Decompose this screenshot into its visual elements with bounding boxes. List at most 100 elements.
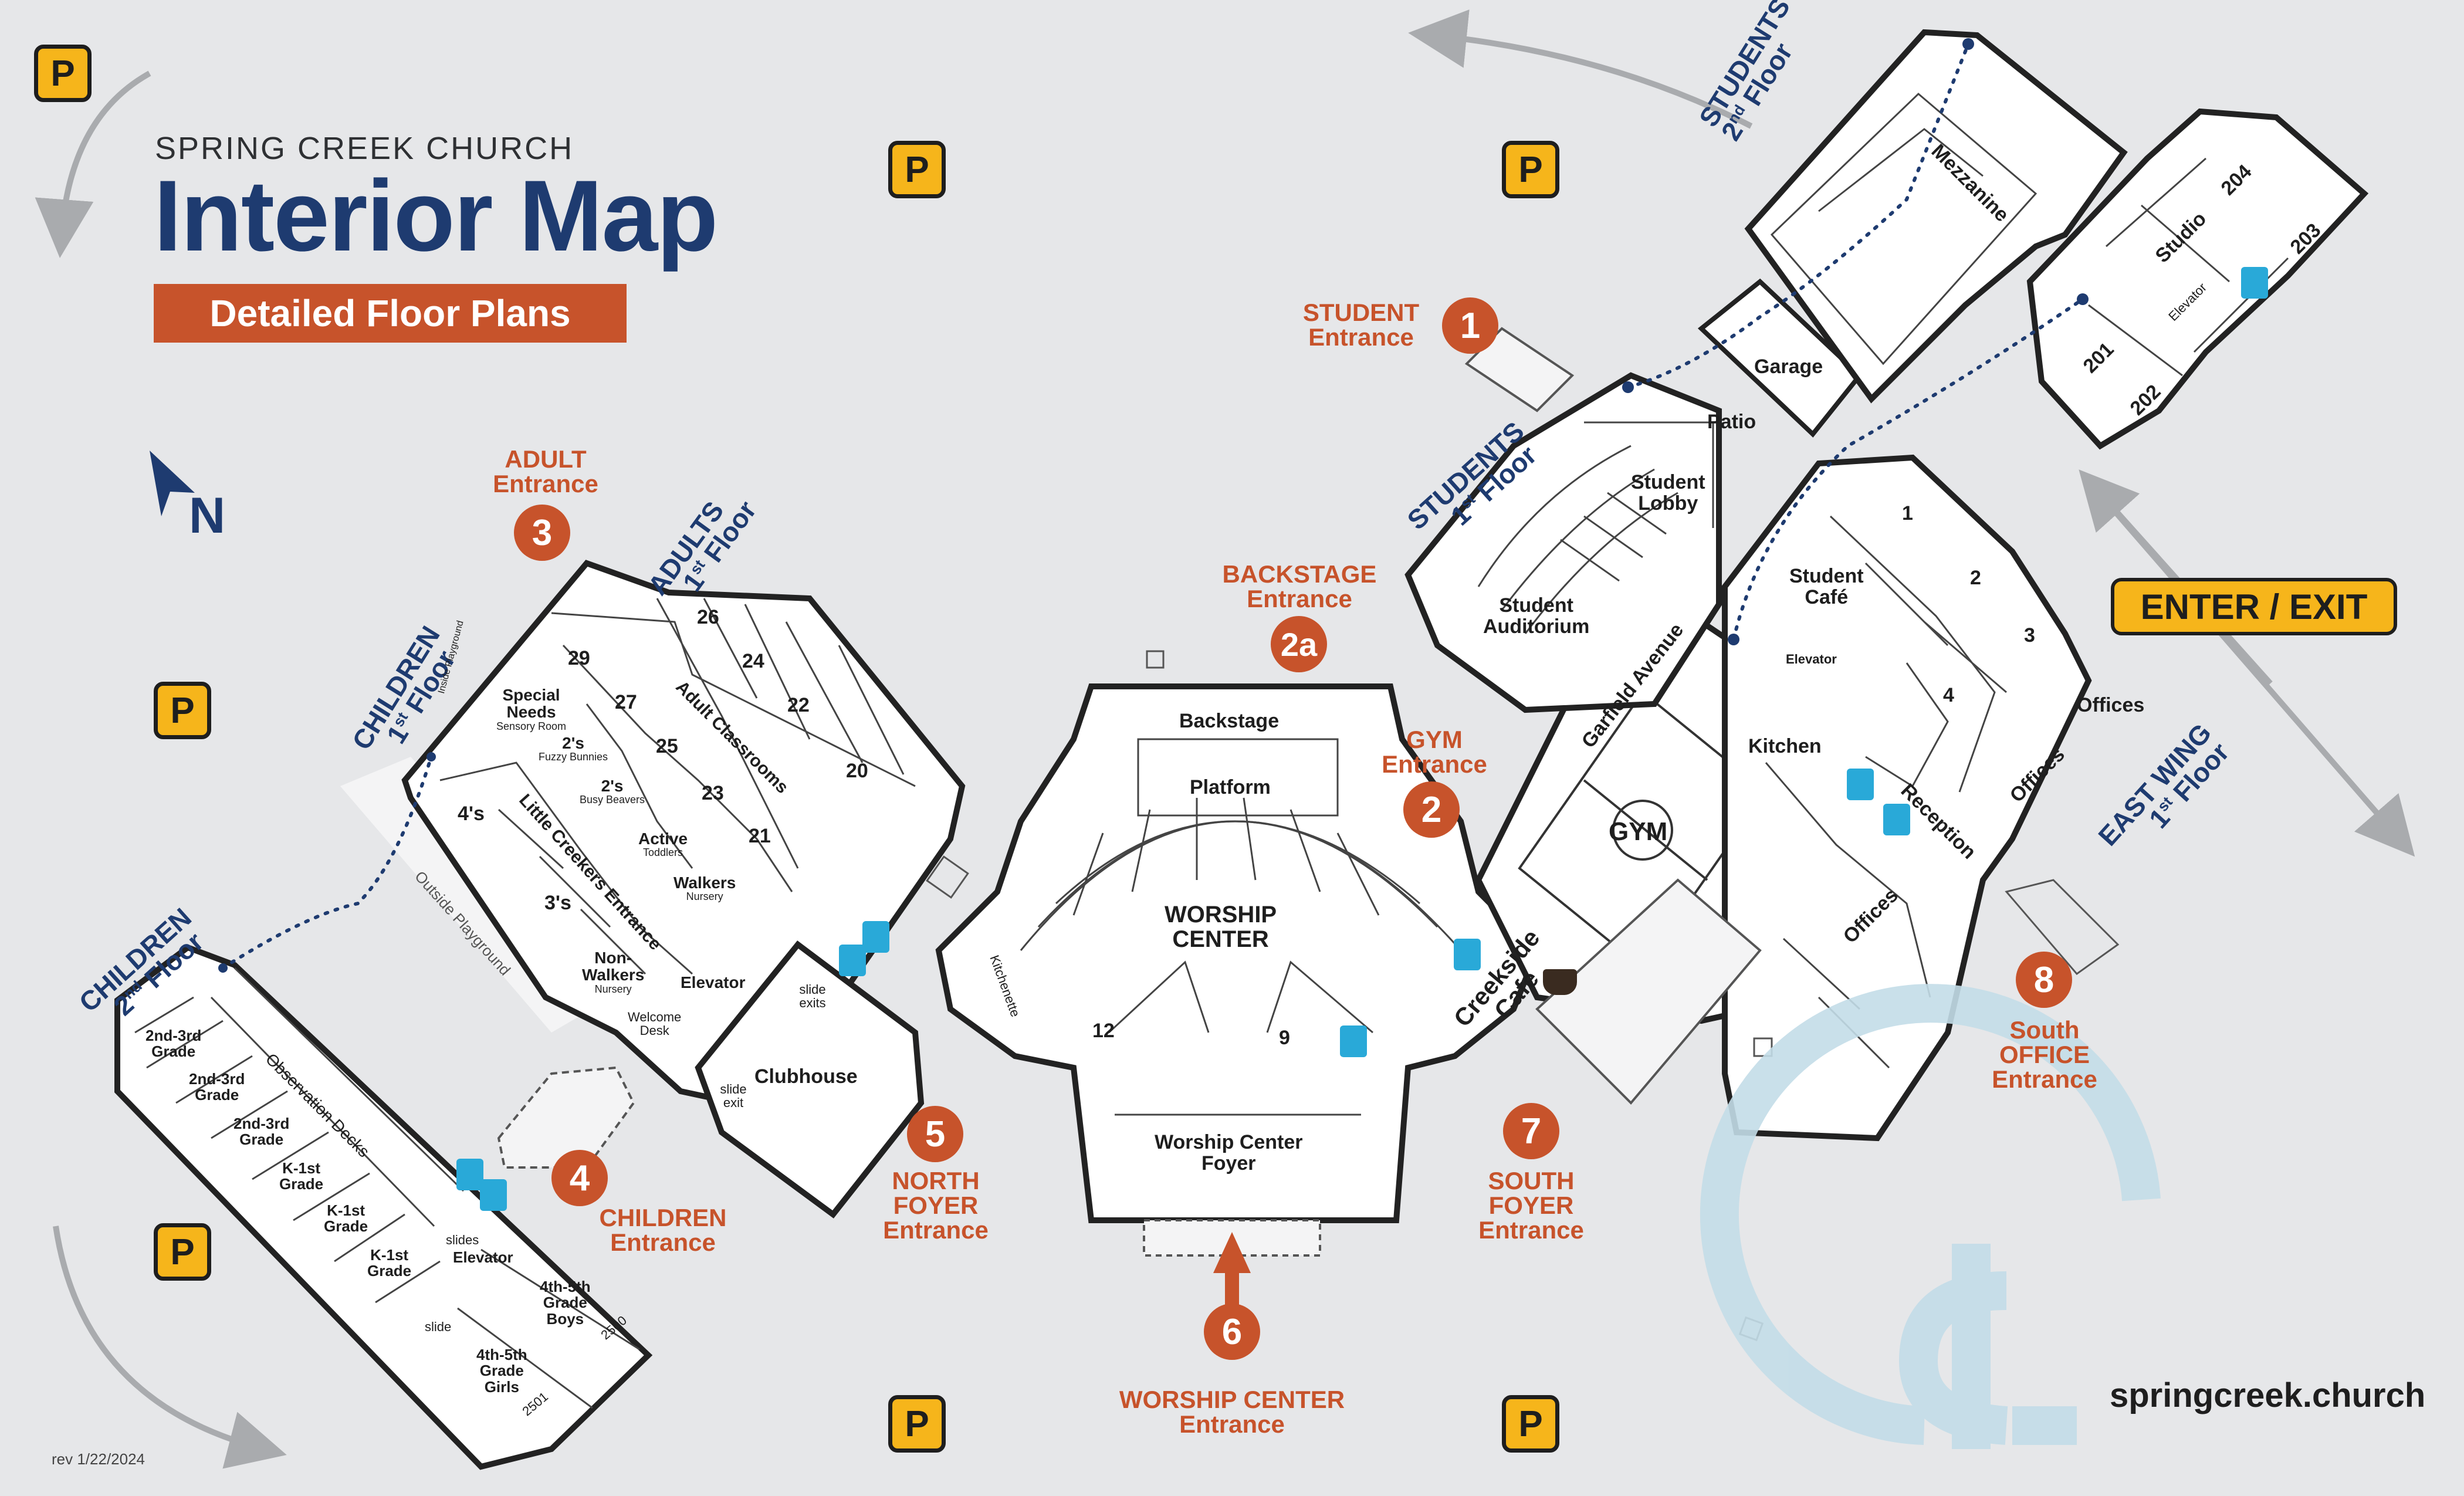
students-2nd-floor-building: [1744, 29, 2128, 404]
label-slide-exit: slide exit: [720, 1082, 747, 1111]
entrance-2a-marker: 2a: [1271, 616, 1327, 672]
room-gym: GYM: [1609, 817, 1668, 846]
room-24: 24: [742, 650, 764, 672]
room-offices-east: Offices: [2077, 694, 2145, 716]
room-twos-fuzzy-bunnies: 2's Fuzzy Bunnies: [539, 734, 608, 763]
traffic-arrows: [35, 9, 2415, 1469]
room-garage: Garage: [1754, 356, 1823, 378]
room-twos-busy-beavers: 2's Busy Beavers: [580, 777, 645, 806]
room-29: 29: [568, 647, 590, 669]
room-1: 1: [1902, 502, 1913, 524]
parking-icon: P: [154, 682, 211, 739]
enter-exit-sign: ENTER / EXIT: [2111, 578, 2397, 635]
subtitle-badge: Detailed Floor Plans: [154, 284, 627, 343]
parking-icon: P: [1502, 1395, 1559, 1453]
room-21: 21: [749, 825, 771, 847]
entrance-6-marker: 6: [1204, 1304, 1260, 1360]
room-elevator-children: Elevator: [681, 973, 746, 991]
website-url[interactable]: springcreek.church: [2110, 1376, 2426, 1414]
room-kitchen: Kitchen: [1748, 735, 1822, 757]
room-25: 25: [656, 735, 678, 757]
stair-routes: [221, 42, 2084, 970]
worship-entrance-arrow: [1213, 1232, 1251, 1320]
room-27: 27: [615, 691, 637, 713]
traffic-arrow: [53, 1226, 287, 1469]
restroom-icon: [1340, 1025, 1367, 1057]
room-clubhouse: Clubhouse: [754, 1065, 858, 1088]
route-children-floors: [221, 755, 433, 970]
room-elevator-east: Elevator: [1786, 652, 1837, 666]
room-3: 3: [2024, 624, 2035, 647]
entrance-8-marker: 8: [2016, 952, 2072, 1008]
route-students-east: [1732, 297, 2084, 641]
parking-icon: P: [34, 45, 92, 102]
parking-icon: P: [888, 1395, 946, 1453]
room-22: 22: [787, 694, 810, 716]
entrance-2-marker: 2: [1403, 781, 1460, 838]
label-slide: slide: [425, 1319, 452, 1334]
parking-icon: P: [888, 141, 946, 198]
children-2nd-floor-building: [114, 944, 653, 1470]
traffic-arrow: [1408, 9, 1753, 129]
kitchen-service-area: [1535, 878, 1762, 1105]
room-non-walkers-nursery: Non-Walkers Nursery: [582, 949, 645, 995]
room-patio: Patio: [1707, 411, 1756, 433]
room-23: 23: [702, 782, 724, 804]
entrance-5-marker: 5: [907, 1106, 963, 1162]
coffee-icon: [1543, 969, 1577, 995]
worship-center-building: [935, 683, 1541, 1223]
students-2nd-floor-annex: [2026, 108, 2369, 450]
room-fours: 4's: [458, 803, 485, 825]
room-elevator-children-2nd: Elevator: [453, 1248, 513, 1266]
restroom-icon: [1847, 769, 1874, 800]
restroom-icon: [480, 1179, 507, 1211]
restroom-icon: [2241, 267, 2268, 299]
restroom-icon: [1883, 804, 1910, 835]
entrance-3-marker: 3: [514, 505, 570, 561]
room-9: 9: [1279, 1027, 1290, 1049]
room-2: 2: [1970, 567, 1981, 589]
north-arrow: [150, 451, 195, 516]
church-name: SPRING CREEK CHURCH: [155, 131, 574, 166]
north-label: N: [189, 488, 226, 544]
room-4: 4: [1943, 684, 1954, 706]
entrance-1-marker: 1: [1442, 297, 1498, 354]
entrance-7-marker: 7: [1503, 1103, 1559, 1159]
children-entrance-canopy: [497, 1066, 635, 1169]
parking-icon: P: [154, 1223, 211, 1281]
church-logo-watermark: [1700, 984, 2161, 1449]
parking-icon: P: [1502, 141, 1559, 198]
restroom-icon: [839, 945, 866, 976]
room-walkers-nursery: Walkers Nursery: [673, 874, 736, 903]
label-slide-exits: slide exits: [799, 982, 826, 1011]
entrance-4-marker: 4: [551, 1150, 608, 1206]
restroom-icon: [456, 1159, 483, 1190]
traffic-arrow: [35, 70, 151, 258]
room-backstage: Backstage: [1179, 710, 1280, 732]
